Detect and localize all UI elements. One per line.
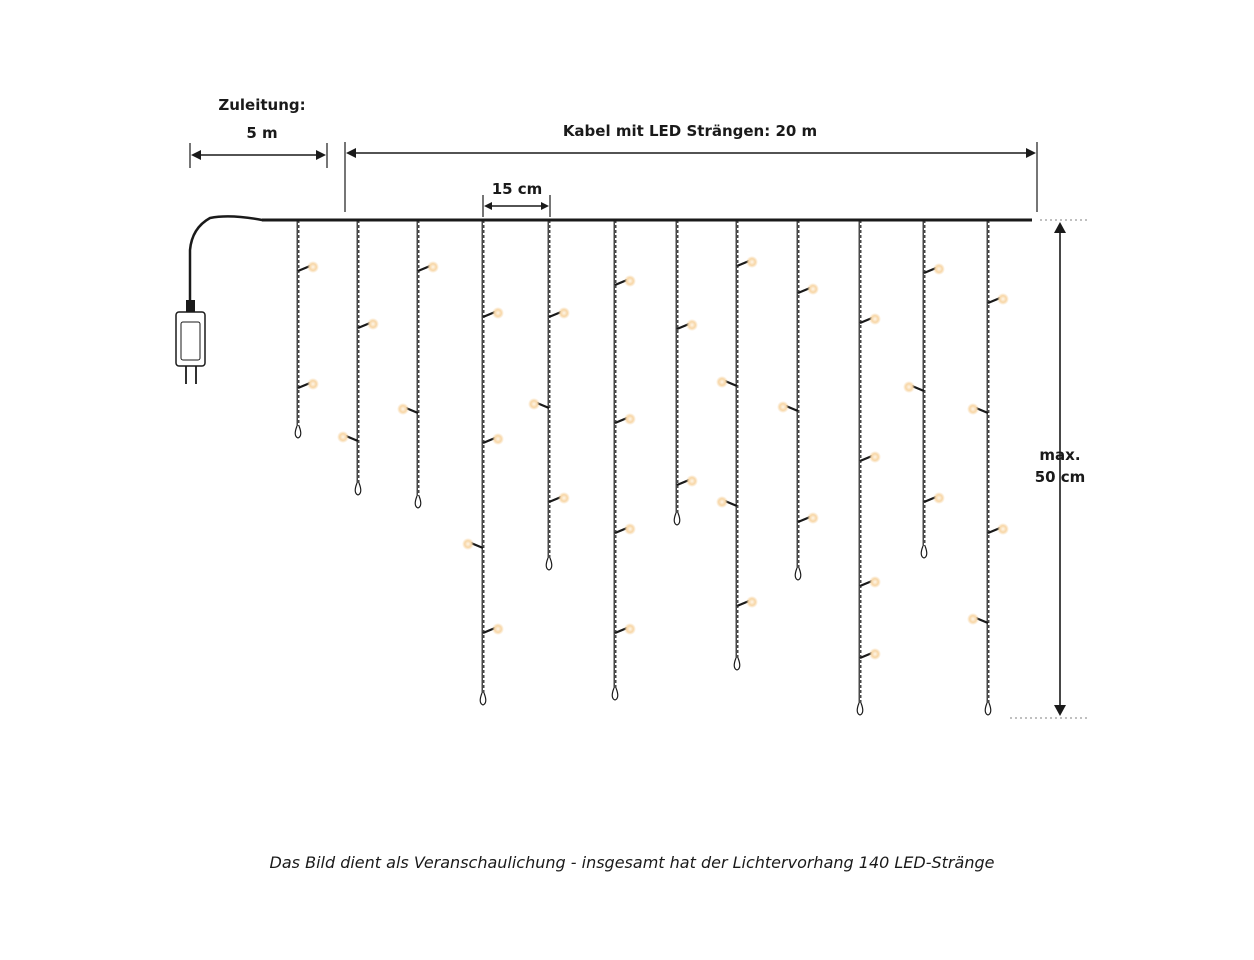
led-bulb-icon: [297, 261, 319, 273]
led-strand: [716, 220, 758, 671]
led-strand: [611, 220, 636, 701]
led-strand: [337, 220, 379, 496]
led-bulb-icon: [987, 293, 1009, 305]
led-bulb-icon: [859, 576, 881, 588]
led-strand: [856, 220, 881, 716]
led-bulb-icon: [716, 376, 738, 388]
feed-cable: [188, 215, 300, 312]
led-bulb-icon: [736, 256, 758, 268]
led-strand: [397, 220, 439, 509]
led-bulb-icon: [676, 319, 698, 331]
led-bulb-icon: [528, 398, 550, 410]
led-bulb-icon: [548, 307, 570, 319]
led-strands: [294, 220, 1009, 716]
led-bulb-icon: [777, 401, 799, 413]
strand-end-loop: [673, 512, 681, 526]
led-bulb-icon: [859, 451, 881, 463]
led-bulb-icon: [967, 403, 989, 415]
strand-end-loop: [984, 702, 992, 716]
strand-end-loop: [856, 702, 864, 716]
strand-end-loop: [479, 692, 487, 706]
feed-wire: [188, 215, 300, 312]
strand-end-loop: [545, 557, 553, 571]
dimension-feed: [189, 143, 328, 168]
led-strand: [903, 220, 945, 559]
caption: Das Bild dient als Veranschaulichung - i…: [270, 853, 995, 872]
led-bulb-icon: [923, 492, 945, 504]
strand-end-loop: [294, 425, 302, 439]
led-strand: [294, 220, 319, 439]
dimension-cable: [344, 142, 1038, 212]
dimension-height: [1010, 219, 1090, 719]
led-strand: [777, 220, 819, 581]
power-plug-icon: [175, 300, 206, 384]
led-bulb-icon: [797, 283, 819, 295]
led-bulb-icon: [548, 492, 570, 504]
led-bulb-icon: [923, 263, 945, 275]
led-bulb-icon: [859, 648, 881, 660]
strand-end-loop: [414, 495, 422, 509]
led-bulb-icon: [676, 475, 698, 487]
led-bulb-icon: [859, 313, 881, 325]
led-strand: [528, 220, 570, 571]
led-strand: [462, 220, 504, 706]
led-bulb-icon: [482, 623, 504, 635]
led-bulb-icon: [417, 261, 439, 273]
strand-end-loop: [354, 482, 362, 496]
led-bulb-icon: [736, 596, 758, 608]
led-strand: [673, 220, 698, 526]
led-bulb-icon: [482, 433, 504, 445]
led-bulb-icon: [357, 318, 379, 330]
led-bulb-icon: [614, 413, 636, 425]
led-bulb-icon: [967, 613, 989, 625]
height-label-max: max.: [1039, 446, 1080, 464]
strand-end-loop: [920, 545, 928, 559]
led-bulb-icon: [614, 275, 636, 287]
dimension-spacing: [482, 195, 551, 217]
led-bulb-icon: [397, 403, 419, 415]
feed-length-label: 5 m: [246, 124, 277, 142]
led-bulb-icon: [987, 523, 1009, 535]
led-bulb-icon: [797, 512, 819, 524]
led-bulb-icon: [297, 378, 319, 390]
led-bulb-icon: [337, 431, 359, 443]
led-bulb-icon: [614, 623, 636, 635]
led-bulb-icon: [716, 496, 738, 508]
led-bulb-icon: [462, 538, 484, 550]
strand-end-loop: [794, 567, 802, 581]
cable-length-label: Kabel mit LED Strängen: 20 m: [563, 122, 817, 140]
led-bulb-icon: [482, 307, 504, 319]
led-bulb-icon: [903, 381, 925, 393]
strand-end-loop: [733, 657, 741, 671]
led-bulb-icon: [614, 523, 636, 535]
feed-title-label: Zuleitung:: [218, 96, 305, 114]
spacing-label: 15 cm: [492, 180, 543, 198]
strand-end-loop: [611, 687, 619, 701]
led-strand: [967, 220, 1009, 716]
height-label-value: 50 cm: [1035, 468, 1086, 486]
